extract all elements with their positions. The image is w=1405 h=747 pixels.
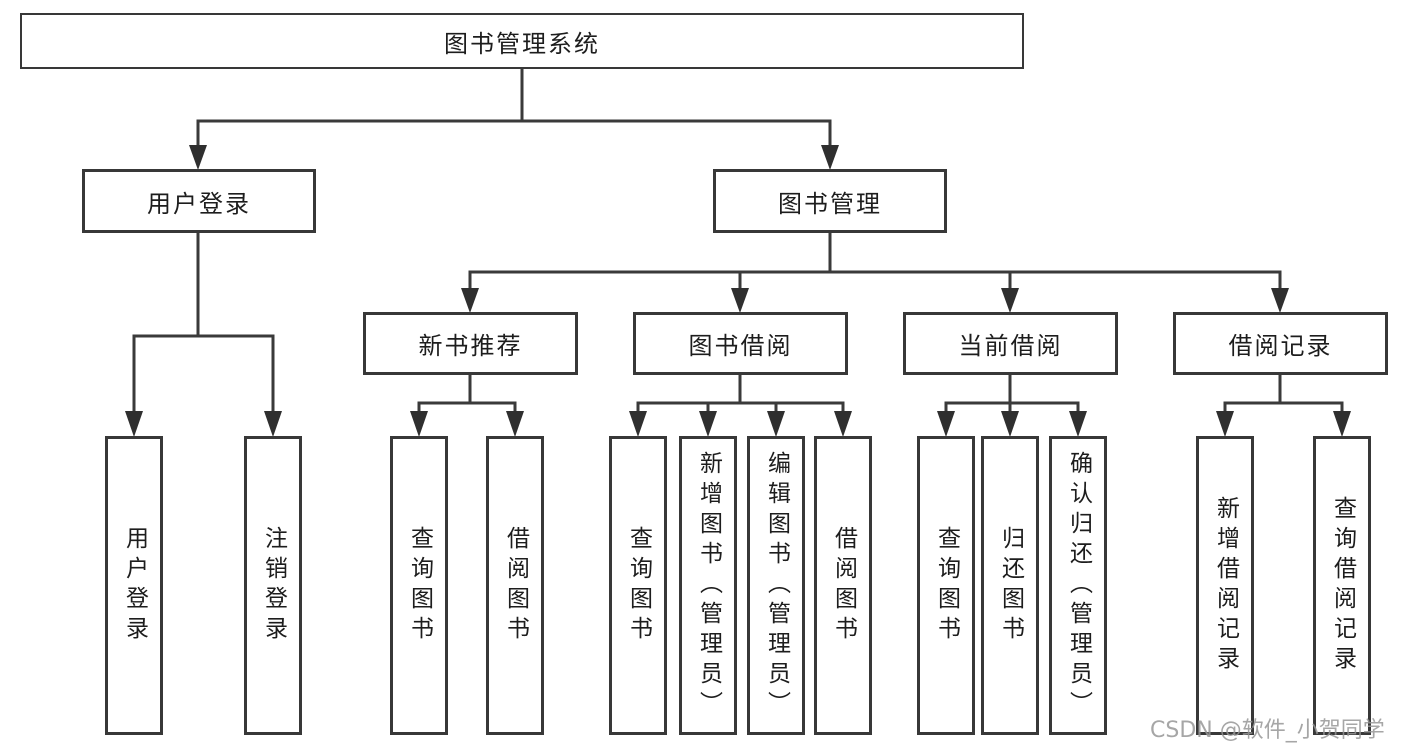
node-logout: 注销登录	[244, 436, 302, 735]
arrowheads	[125, 145, 1351, 437]
node-return-books: 归还图书	[981, 436, 1039, 735]
node-query-borrow-record: 查询借阅记录	[1313, 436, 1371, 735]
node-label: 注销登录	[260, 525, 287, 646]
node-current-borrowing: 当前借阅	[903, 312, 1118, 375]
node-book-borrowing: 图书借阅	[633, 312, 848, 375]
node-edit-book-admin: 编辑图书（管理员）	[747, 436, 805, 735]
node-label: 查询借阅记录	[1329, 495, 1356, 676]
node-label: 借阅图书	[502, 525, 529, 646]
node-book-management: 图书管理	[713, 169, 947, 233]
node-label: 新增图书（管理员）	[695, 450, 722, 721]
watermark: CSDN @软件_小贺同学	[1150, 718, 1385, 743]
node-label: 借阅图书	[830, 525, 857, 646]
node-label: 图书借阅	[688, 332, 793, 360]
node-label: 查询图书	[933, 525, 960, 646]
node-label: 新增借阅记录	[1212, 495, 1239, 676]
node-add-book-admin: 新增图书（管理员）	[679, 436, 737, 735]
node-label: 新书推荐	[418, 332, 523, 360]
node-query-books-current: 查询图书	[917, 436, 975, 735]
node-label: 编辑图书（管理员）	[763, 450, 790, 721]
node-label: 确认归还（管理员）	[1065, 450, 1092, 721]
node-label: 当前借阅	[958, 332, 1063, 360]
node-label: 借阅记录	[1228, 332, 1333, 360]
node-query-books-borrowing: 查询图书	[609, 436, 667, 735]
node-borrow-books-borrowing: 借阅图书	[814, 436, 872, 735]
node-user-login-leaf: 用户登录	[105, 436, 163, 735]
node-label: 用户登录	[147, 189, 251, 218]
node-user-login: 用户登录	[82, 169, 316, 233]
node-label: 用户登录	[121, 525, 148, 646]
node-add-borrow-record: 新增借阅记录	[1196, 436, 1254, 735]
node-query-books-recommend: 查询图书	[390, 436, 448, 735]
node-label: 查询图书	[406, 525, 433, 646]
node-label: 归还图书	[997, 525, 1024, 646]
node-new-book-recommend: 新书推荐	[363, 312, 578, 375]
node-confirm-return-admin: 确认归还（管理员）	[1049, 436, 1107, 735]
node-borrow-records: 借阅记录	[1173, 312, 1388, 375]
node-borrow-books-recommend: 借阅图书	[486, 436, 544, 735]
node-label: 图书管理	[778, 189, 882, 218]
node-label: 查询图书	[625, 525, 652, 646]
node-label: 图书管理系统	[444, 29, 600, 58]
node-library-management-system: 图书管理系统	[20, 13, 1024, 69]
